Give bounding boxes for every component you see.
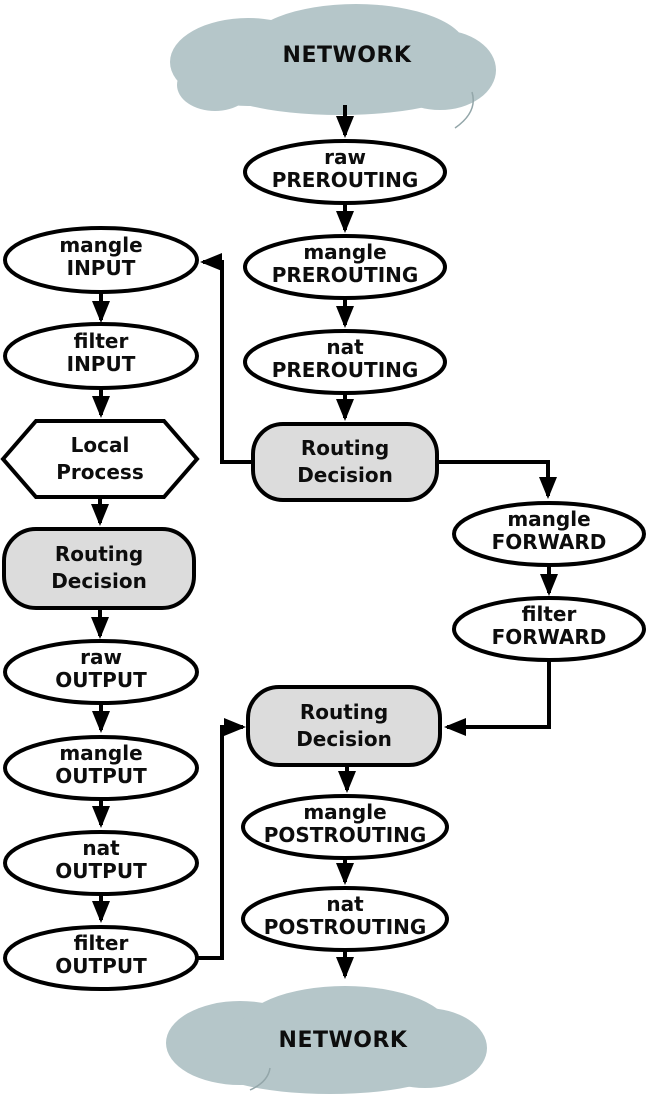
node-shape xyxy=(243,329,447,395)
node-mangle-input: mangle INPUT xyxy=(3,226,199,294)
edge-filter-output-to-routing-decision xyxy=(196,718,246,960)
node-label-line1: Local xyxy=(71,433,130,457)
node-label-line2: INPUT xyxy=(67,256,136,280)
node-nat-prerouting: nat PREROUTING xyxy=(243,329,447,395)
node-nat-output: nat OUTPUT xyxy=(3,830,199,896)
node-shape xyxy=(3,925,199,991)
node-shape xyxy=(243,139,447,205)
node-nat-postrouting: nat POSTROUTING xyxy=(241,886,449,952)
node-filter-input: filter INPUT xyxy=(3,322,199,390)
node-label-line2: Decision xyxy=(51,569,147,593)
node-raw-prerouting: raw PREROUTING xyxy=(243,139,447,205)
node-local-process: Local Process xyxy=(0,419,200,499)
node-shape xyxy=(241,794,449,860)
cloud-shape-bottom xyxy=(166,986,487,1094)
node-mangle-forward: mangle FORWARD xyxy=(452,501,646,567)
node-routing-decision-3: Routing Decision xyxy=(246,685,442,767)
node-label-line1: Routing xyxy=(55,542,143,566)
node-label-line1: Routing xyxy=(301,436,389,460)
node-label-line1: nat xyxy=(326,335,364,359)
node-label-line2: POSTROUTING xyxy=(264,823,427,847)
node-shape xyxy=(251,422,439,502)
node-mangle-postrouting: mangle POSTROUTING xyxy=(241,794,449,860)
node-label-line2: OUTPUT xyxy=(55,668,147,692)
node-label-line2: PREROUTING xyxy=(272,168,419,192)
cloud-lobe xyxy=(210,49,470,115)
node-label-line2: INPUT xyxy=(67,352,136,376)
node-label-line2: Decision xyxy=(297,463,393,487)
node-filter-output: filter OUTPUT xyxy=(3,925,199,991)
node-label-line2: Decision xyxy=(296,727,392,751)
network-bottom-label: NETWORK xyxy=(279,1028,408,1053)
node-label-line1: mangle xyxy=(303,800,386,824)
node-shape xyxy=(3,226,199,294)
node-label-line2: OUTPUT xyxy=(55,954,147,978)
node-label-line2: OUTPUT xyxy=(55,764,147,788)
node-label-line1: nat xyxy=(326,892,364,916)
node-label-line1: mangle xyxy=(59,741,142,765)
edge-filter-forward-to-routing-decision xyxy=(444,660,551,736)
node-shape xyxy=(246,685,442,767)
edge-routing-decision-to-mangle-forward xyxy=(437,460,557,499)
node-shape xyxy=(241,886,449,952)
node-shape xyxy=(3,639,199,705)
node-raw-output: raw OUTPUT xyxy=(3,639,199,705)
network-cloud-top: NETWORK xyxy=(170,4,496,129)
node-shape xyxy=(3,735,199,801)
node-label-line1: filter xyxy=(522,602,577,626)
node-routing-decision-2: Routing Decision xyxy=(2,527,196,610)
node-label-line1: mangle xyxy=(303,240,386,264)
node-label-line2: FORWARD xyxy=(492,530,607,554)
node-mangle-output: mangle OUTPUT xyxy=(3,735,199,801)
cloud-crease xyxy=(454,91,474,129)
node-label-line1: Routing xyxy=(300,700,388,724)
node-shape xyxy=(3,830,199,896)
node-label-line1: filter xyxy=(74,329,129,353)
node-label-line2: OUTPUT xyxy=(55,859,147,883)
node-routing-decision-1: Routing Decision xyxy=(251,422,439,502)
node-label-line1: raw xyxy=(324,145,366,169)
node-label-line2: PREROUTING xyxy=(272,263,419,287)
node-label-line2: FORWARD xyxy=(492,625,607,649)
node-mangle-prerouting: mangle PREROUTING xyxy=(243,234,447,300)
cloud-crease xyxy=(249,1067,271,1091)
node-label-line1: nat xyxy=(82,836,120,860)
node-label-line1: mangle xyxy=(59,233,142,257)
node-label-line1: raw xyxy=(80,645,122,669)
cloud-shape-top xyxy=(170,4,496,129)
cloud-lobe xyxy=(205,1030,455,1094)
node-shape xyxy=(243,234,447,300)
node-label-line1: mangle xyxy=(507,507,590,531)
node-label-line1: filter xyxy=(74,931,129,955)
node-shape xyxy=(3,322,199,390)
node-label-line2: PREROUTING xyxy=(272,358,419,382)
node-shape xyxy=(0,419,200,499)
network-cloud-bottom: NETWORK xyxy=(166,986,487,1094)
edge-routing-decision-to-mangle-input xyxy=(200,253,253,464)
network-top-label: NETWORK xyxy=(283,43,412,68)
node-label-line2: POSTROUTING xyxy=(264,915,427,939)
node-filter-forward: filter FORWARD xyxy=(452,596,646,662)
node-shape xyxy=(452,501,646,567)
node-shape xyxy=(2,527,196,610)
node-label-line2: Process xyxy=(56,460,144,484)
node-shape xyxy=(452,596,646,662)
